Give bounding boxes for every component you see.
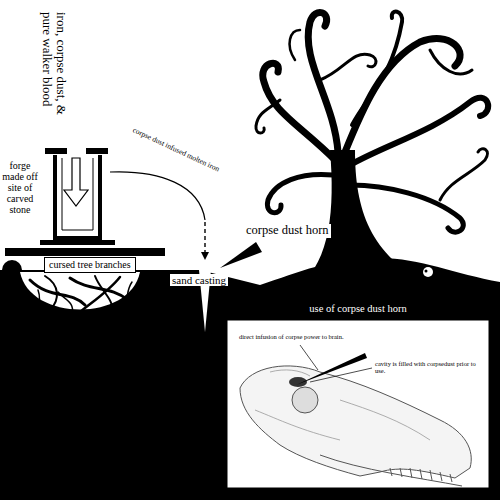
inset-panel-part	[227, 320, 489, 488]
forge-part	[62, 158, 93, 230]
tree-part-part	[440, 149, 487, 200]
leader-line	[300, 345, 372, 382]
forge-part	[55, 155, 100, 238]
fuel-box: cursed tree branches	[44, 257, 136, 273]
horse-skull-part	[255, 400, 430, 440]
ingredient-label-holder: iron, corpse dust, & pure walker blood	[40, 12, 69, 128]
fuel-label: cursed tree branches	[49, 259, 131, 271]
tree-part-part	[430, 50, 472, 74]
horse-skull-part	[320, 455, 462, 486]
inset-heading: use of corpse dust horn	[227, 303, 489, 315]
branch-pit-part-part	[122, 282, 132, 306]
ingredient-label: iron, corpse dust, & pure walker blood	[40, 12, 69, 128]
ground-part	[2, 260, 22, 280]
branch-pit-part	[20, 272, 140, 310]
horn	[220, 242, 262, 268]
branch-pit-part-part	[38, 290, 44, 308]
forge-part	[64, 158, 88, 206]
branch-pit-part	[30, 276, 132, 314]
tree-part-part	[320, 54, 376, 80]
branch-pit	[20, 272, 140, 314]
horse-skull	[240, 353, 471, 486]
flow-label-holder: corpse dust infused molten iron	[131, 126, 220, 173]
branch-pit-part-part	[80, 277, 120, 312]
horse-skull-part	[296, 353, 367, 385]
tree-part-part	[290, 30, 300, 60]
forge-part	[86, 148, 108, 154]
inset-panel-box: use of corpse dust horndirect infusion o…	[227, 320, 489, 488]
horn-part	[220, 242, 262, 268]
horse-skull-part	[240, 366, 471, 478]
forge-label-holder: forge made off site of carved stone	[0, 160, 40, 215]
tree-part-part	[267, 174, 333, 212]
pour-arrow-part	[204, 222, 205, 252]
annotation-holder: direct infusion of corpse power to brain…	[239, 333, 399, 340]
forge-part	[5, 248, 165, 256]
tree-part-part	[350, 98, 488, 165]
pour-arrow	[110, 172, 209, 260]
process-label-holder: sand casting	[170, 274, 228, 286]
branch-pit-part-part	[45, 276, 57, 310]
inset-panel	[227, 320, 489, 488]
forge-label: forge made off site of carved stone	[0, 160, 40, 215]
part-label-holder: corpse dust horn	[244, 224, 331, 238]
pour-arrow-part	[201, 252, 209, 260]
tree-part	[425, 270, 428, 273]
forge-part	[40, 240, 115, 245]
tree-part	[300, 150, 430, 285]
branch-pit-part-part	[58, 292, 73, 314]
forge-part	[45, 148, 67, 154]
flow-label: corpse dust infused molten iron	[131, 126, 220, 173]
part-label: corpse dust horn	[244, 224, 331, 238]
process-label: sand casting	[170, 274, 228, 286]
ground	[0, 258, 500, 500]
horse-skull-part	[390, 468, 452, 482]
ground-part	[0, 258, 500, 500]
tree-part	[256, 12, 488, 233]
annotation: direct infusion of corpse power to brain…	[239, 333, 399, 340]
tree-part-part	[256, 100, 280, 133]
tree-part	[423, 267, 433, 277]
tree-part-part	[308, 12, 338, 152]
annotation-holder: cavity is filled with corpsedust prior t…	[375, 360, 485, 375]
pour-arrow-part	[110, 172, 205, 220]
inset-heading-holder: use of corpse dust horn	[227, 303, 489, 315]
horse-skull-part	[292, 387, 318, 413]
horse-skull-part	[270, 370, 310, 376]
leader-line-part	[310, 368, 372, 382]
tree-part-part	[352, 12, 402, 125]
annotation: cavity is filled with corpsedust prior t…	[375, 360, 485, 375]
horse-skull-part	[289, 377, 307, 387]
tree	[256, 12, 488, 285]
leader-line-part	[300, 345, 318, 370]
